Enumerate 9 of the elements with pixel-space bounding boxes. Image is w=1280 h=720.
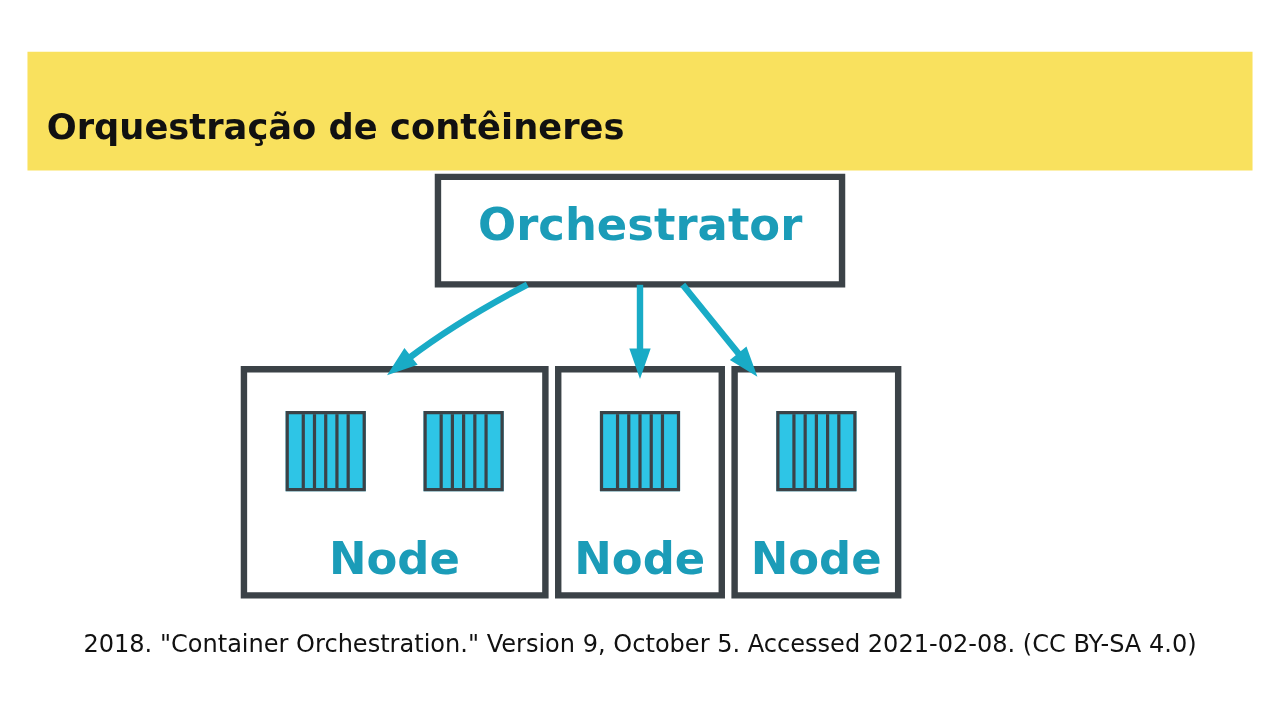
diagram-title: Orquestração de contêineres [46,105,625,147]
cluster: Node [240,365,549,599]
arrow [387,281,529,375]
cluster: Node [731,365,902,599]
node-box: Orchestrator [434,173,846,288]
arrow [629,284,651,379]
caption: 2018. "Container Orchestration." Version 9, October 5. Accessed 2021-02-08. (CC BY-SA 4.0) [83,629,1197,658]
arrow [680,282,758,377]
cluster: Node [555,365,725,599]
